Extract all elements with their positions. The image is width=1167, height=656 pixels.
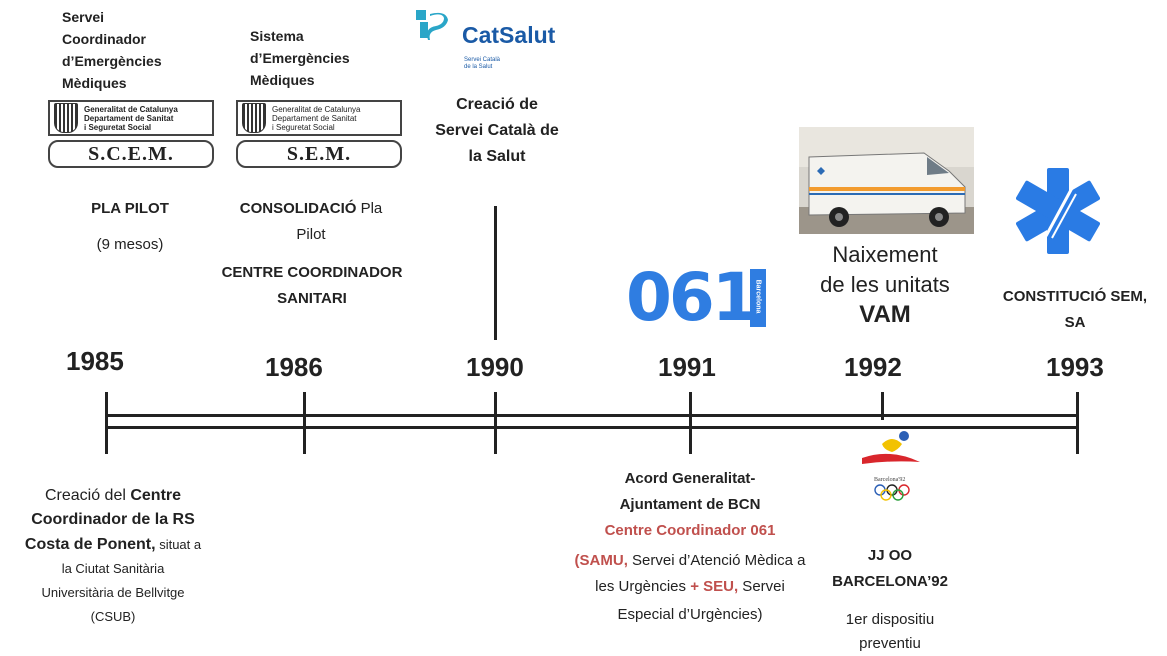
year-1993: 1993 xyxy=(1046,352,1104,382)
timeline-tick-1991 xyxy=(689,392,692,454)
year-1992: 1992 xyxy=(844,352,902,382)
star-of-life-icon xyxy=(1016,168,1100,254)
barcelona92-olympic-logo: Barcelona'92 xyxy=(862,431,920,501)
svg-text:Barcelona'92: Barcelona'92 xyxy=(874,477,905,483)
timeline-tick-1992 xyxy=(881,392,884,420)
sem-logo: Generalitat de Catalunya Departament de … xyxy=(236,100,402,168)
catsalut-connector-line xyxy=(494,206,497,340)
timeline-line-bottom xyxy=(106,426,1079,429)
catsalut-caption: Creació de Servei Català de la Salut xyxy=(435,96,559,165)
sem-plate: S.E.M. xyxy=(236,140,402,168)
year-1986: 1986 xyxy=(265,352,323,382)
naixement-vam: Naixement de les unitats VAM xyxy=(820,242,950,328)
year-1985: 1985 xyxy=(66,346,124,376)
timeline-tick-1993 xyxy=(1076,392,1079,454)
year-1990: 1990 xyxy=(466,352,524,382)
timeline-tick-1986 xyxy=(303,392,306,454)
acord-generalitat-ajuntament: Acord Generalitat- Ajuntament de BCN Cen… xyxy=(530,466,850,628)
centre-coordinador-061: Centre Coordinador 061 xyxy=(604,522,776,539)
primer-dispositiu-preventiu: 1er dispositiu preventiu xyxy=(845,611,935,652)
pla-pilot: PLA PILOT (9 mesos) xyxy=(91,200,169,253)
scem-logo: Generalitat de Catalunya Departament de … xyxy=(48,100,214,168)
timeline-tick-1985 xyxy=(105,392,108,454)
catsalut-subtitle: Servei Català de la Salut xyxy=(464,57,501,70)
timeline-tick-1990 xyxy=(494,392,497,454)
constitucio-sem-sa: CONSTITUCIÓ SEM, SA xyxy=(1002,288,1148,331)
scem-name: Servei Coordinador d’Emergències Mèdique… xyxy=(62,9,162,91)
generalitat-shield-icon xyxy=(242,103,266,133)
timeline-line-top xyxy=(106,414,1079,417)
logo-061: 061 Barcelona xyxy=(626,265,766,331)
generalitat-shield-icon xyxy=(54,103,78,133)
centre-coordinador-sanitari: CENTRE COORDINADOR SANITARI xyxy=(221,264,403,307)
catsalut-logo-icon xyxy=(416,10,448,40)
consolidacio-pla-pilot: CONSOLIDACIÓ Pla Pilot xyxy=(239,200,383,243)
catsalut-wordmark: CatSalut xyxy=(462,22,556,48)
ambulance-vam-image xyxy=(799,127,974,234)
scem-plate: S.C.E.M. xyxy=(48,140,214,168)
year-1991: 1991 xyxy=(658,352,716,382)
jjoo-barcelona92: JJ OO BARCELONA’92 xyxy=(832,547,948,590)
csub-description: Creació del Centre Coordinador de la RS … xyxy=(24,487,202,624)
sem-name: Sistema d’Emergències Mèdiques xyxy=(250,28,350,88)
